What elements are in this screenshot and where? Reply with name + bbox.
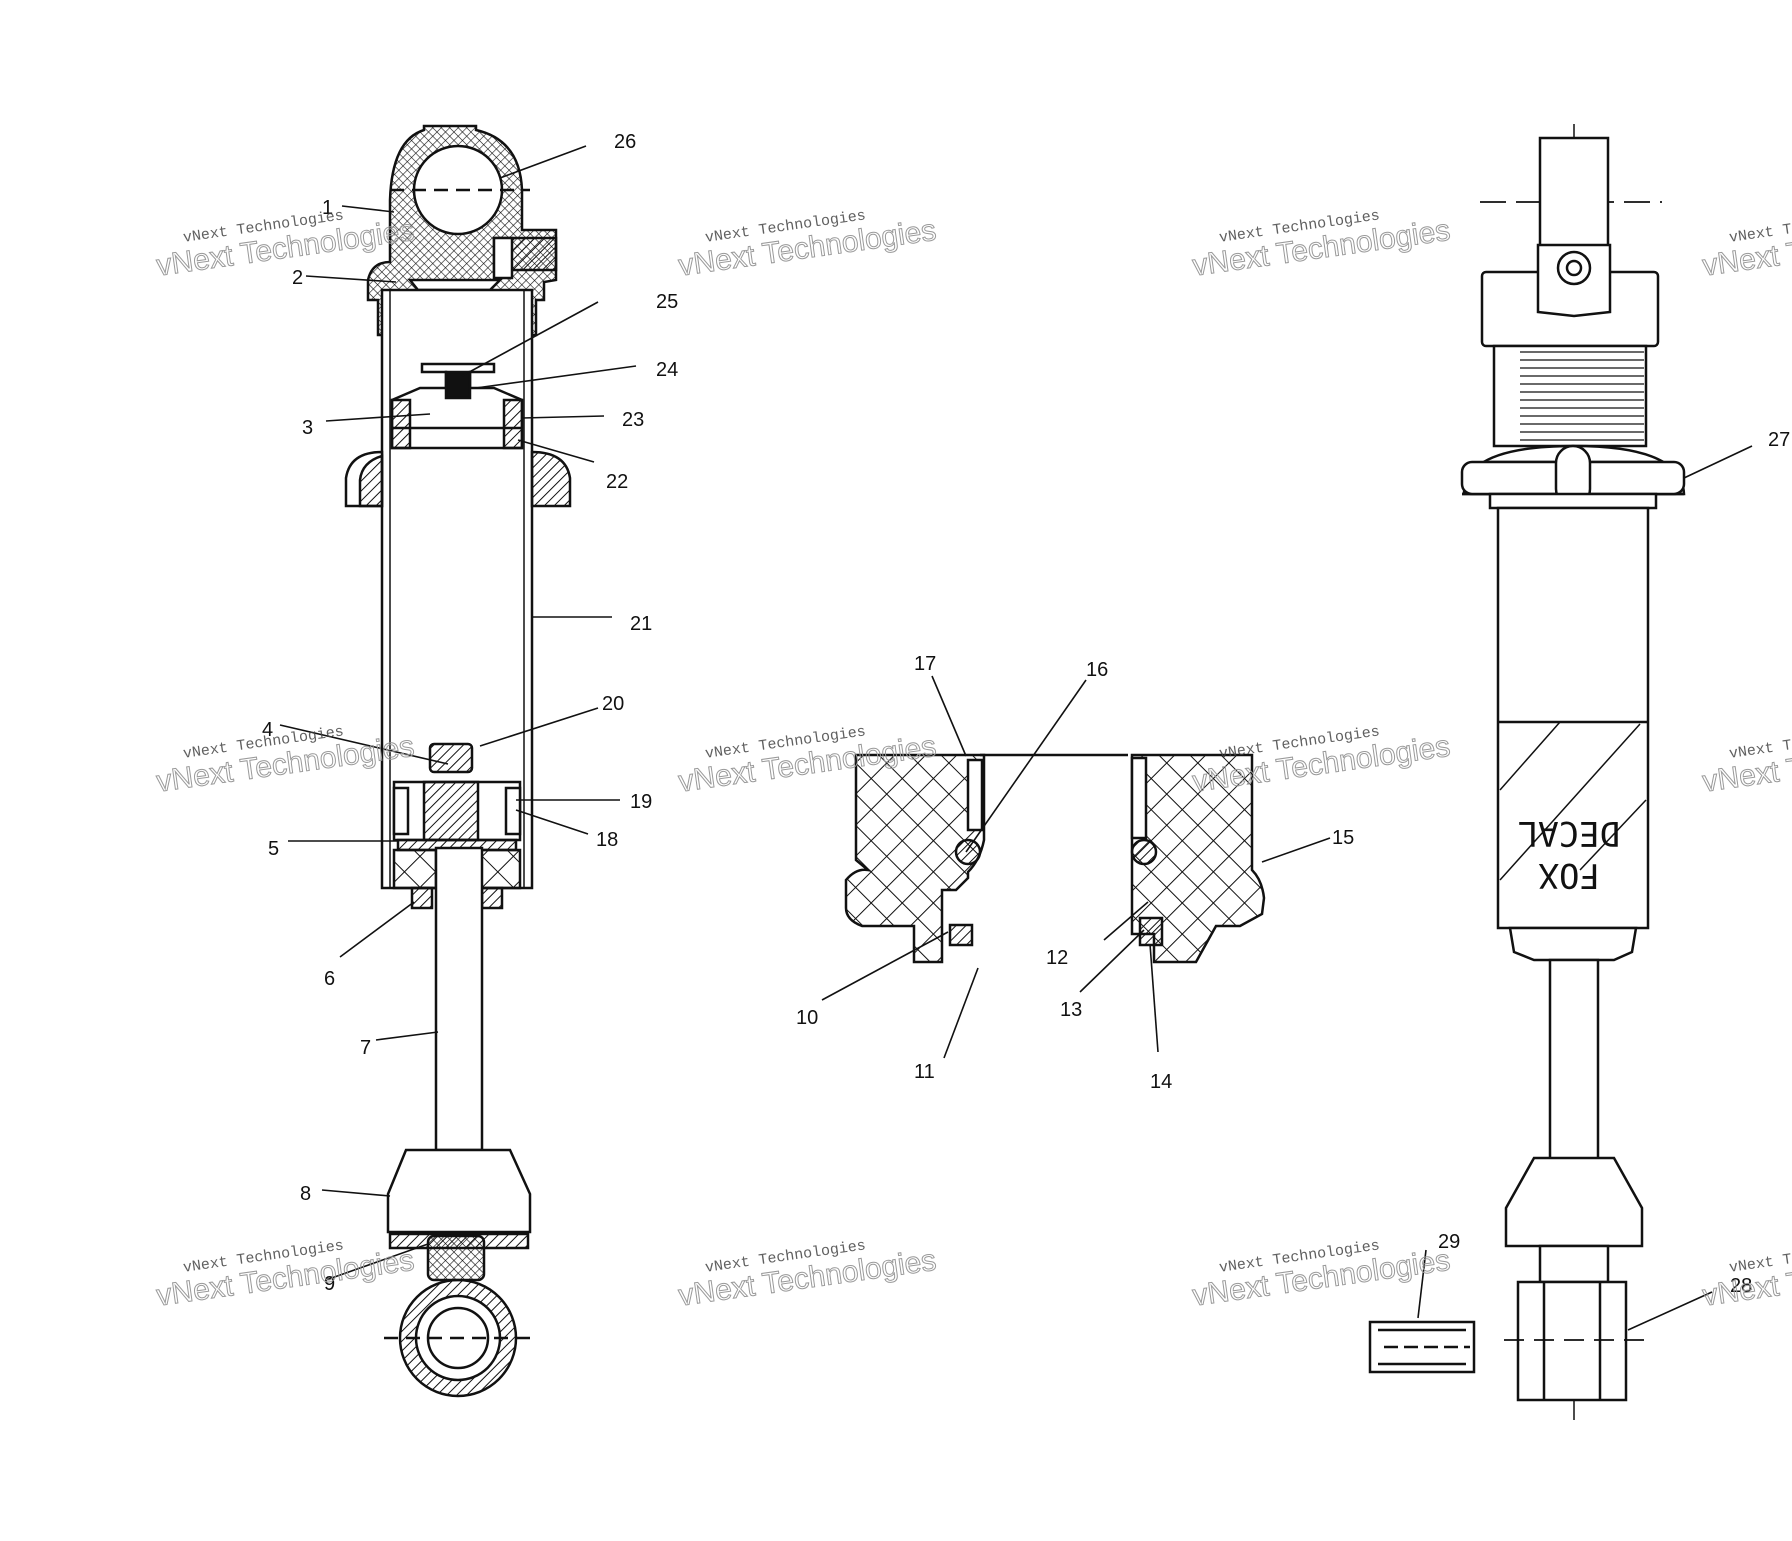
watermark: vNext Technologies vNext Technologies [1190,1237,1453,1313]
callout-20: 20 [602,693,624,715]
watermark: vNext Technologies vNext Technologies [676,207,939,283]
callout-2: 2 [292,267,303,289]
callout-6: 6 [324,968,335,990]
callout-7: 7 [360,1037,371,1059]
cutaway-shock-view [344,124,572,1398]
exterior-bumper [1504,1156,1644,1248]
callout-5: 5 [268,838,279,860]
callout-14: 14 [1150,1071,1172,1093]
callout-16: 16 [1086,659,1108,681]
seal-detail-view [844,753,1266,964]
callout-27: 27 [1768,429,1790,451]
callout-8: 8 [300,1183,311,1205]
leader-lines [279,145,1753,1331]
callout-9: 9 [324,1273,335,1295]
callout-15: 15 [1332,827,1354,849]
callout-10: 10 [796,1007,818,1029]
watermark: vNext Technologies vNext Technologies [676,1237,939,1313]
decal-line-fox: FOX [1538,855,1600,895]
body-end-cap [1508,926,1638,962]
callout-labels: 1 2 3 4 5 6 7 8 9 10 11 12 13 14 15 16 1… [262,131,1790,1297]
callout-25: 25 [656,291,678,313]
callout-18: 18 [596,829,618,851]
decal-line-decal: DECAL [1518,813,1620,853]
callout-28: 28 [1730,1275,1752,1297]
shaft-nut [428,742,474,774]
piston-shaft [434,846,484,1152]
watermark: vNext Technologies vNext Technologies [1700,1237,1792,1313]
watermark: vNext Technologies vNext Technologies [1190,723,1453,799]
seal-head-right-half [1130,753,1266,964]
callout-23: 23 [622,409,644,431]
callout-24: 24 [656,359,678,381]
lower-clevis [1516,1280,1628,1402]
exterior-shaft [1548,958,1600,1162]
callout-12: 12 [1046,947,1068,969]
exterior-shock-view: DECAL FOX [1368,124,1686,1420]
watermark: vNext Technologies vNext Technologies [1700,723,1792,799]
callout-22: 22 [606,471,628,493]
callout-13: 13 [1060,999,1082,1021]
threaded-section [1520,351,1644,441]
bottom-out-bumper [386,1148,532,1234]
callout-29: 29 [1438,1231,1460,1253]
callout-3: 3 [302,417,313,439]
callout-17: 17 [914,653,936,675]
watermark: vNext Technologies vNext Technologies [1190,207,1453,283]
callout-26: 26 [614,131,636,153]
callout-21: 21 [630,613,652,635]
watermark: vNext Technologies vNext Technologies [154,1237,417,1313]
callout-4: 4 [262,719,273,741]
shock-body [1496,506,1650,930]
callout-19: 19 [630,791,652,813]
watermark: vNext Technologies vNext Technologies [1700,207,1792,283]
callout-1: 1 [322,197,333,219]
callout-11: 11 [914,1061,935,1083]
